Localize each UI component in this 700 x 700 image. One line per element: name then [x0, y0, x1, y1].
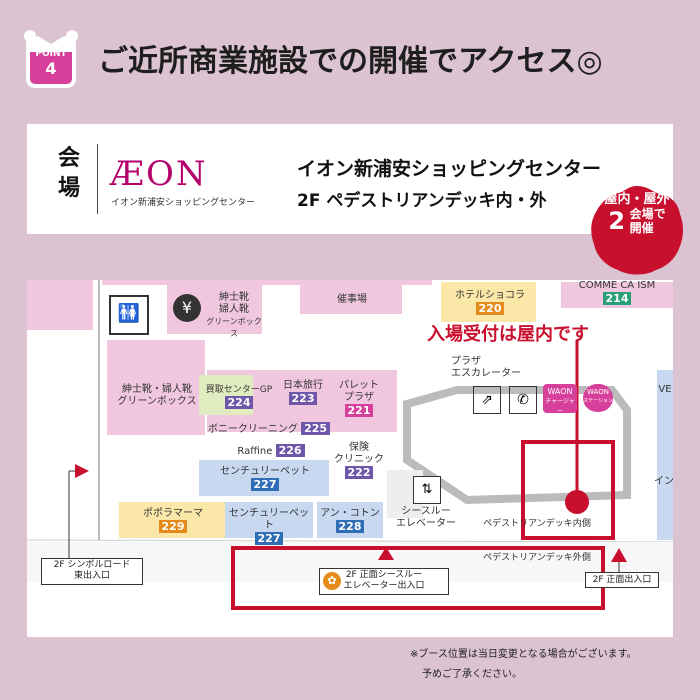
page-title: ご近所商業施設での開催でアクセス◎ [98, 44, 603, 79]
shop-ve: VE [658, 384, 672, 395]
point-badge [24, 30, 78, 88]
disclaimer-note: ※ブース位置は当日変更となる場合がございます。 予めご了承ください。 [410, 649, 637, 680]
reception-callout: 入場受付は屋内です [427, 324, 589, 345]
elevator-icon: ⇅ [413, 476, 441, 504]
plaza-escalator-label: プラザエスカレーター [451, 356, 521, 379]
aeon-logo: ÆON [110, 154, 208, 194]
see-through-elevator-label: シースルーエレベーター [396, 506, 456, 529]
venue-card: 会場 ÆON イオン新浦安ショッピングセンター イオン新浦安ショッピングセンター… [27, 124, 673, 234]
shop-in: イン [654, 476, 673, 487]
restroom-icon: 🚻 [109, 295, 149, 335]
badge-label: POINT [35, 49, 67, 59]
two-venues-text: 屋内・屋外 2 会場で開催 [604, 192, 670, 235]
aeon-logo-subtitle: イオン新浦安ショッピングセンター [111, 198, 256, 208]
shop-bonnie-cleaning: ボニークリーニング 225 [207, 422, 331, 436]
yen-icon: ¥ [173, 294, 201, 322]
badge-number: 4 [45, 59, 57, 78]
two-venues-badge [591, 186, 683, 275]
exit-front-see-through-elevator: 2F 正面シースルーエレベーター出入口 [319, 568, 449, 595]
escalator-icon: ⇗ [473, 386, 501, 414]
venue-label: 会場 [57, 146, 80, 201]
deck-inner-label: ペデストリアンデッキ内側 [483, 519, 591, 529]
shop-raffine: Raffine 226 [223, 444, 319, 458]
venue-name: イオン新浦安ショッピングセンター [297, 158, 602, 180]
shop-green-box-top: 紳士靴婦人靴グリーンボックス [206, 292, 262, 338]
phone-icon: ✆ [509, 386, 537, 414]
shop-event-hall: 催事場 [337, 294, 367, 305]
exit-symbol-road-east: 2F シンボルロード東出入口 [41, 558, 143, 585]
venue-floor: 2F ペデストリアンデッキ内・外 [297, 191, 547, 211]
venue-divider [97, 144, 98, 214]
paw-icon: ✿ [323, 572, 341, 590]
exit-front-entrance: 2F 正面出入口 [585, 572, 659, 588]
shop-green-box-left: 紳士靴・婦人靴グリーンボックス [117, 384, 197, 407]
deck-outer-label: ペデストリアンデッキ外側 [483, 553, 591, 563]
